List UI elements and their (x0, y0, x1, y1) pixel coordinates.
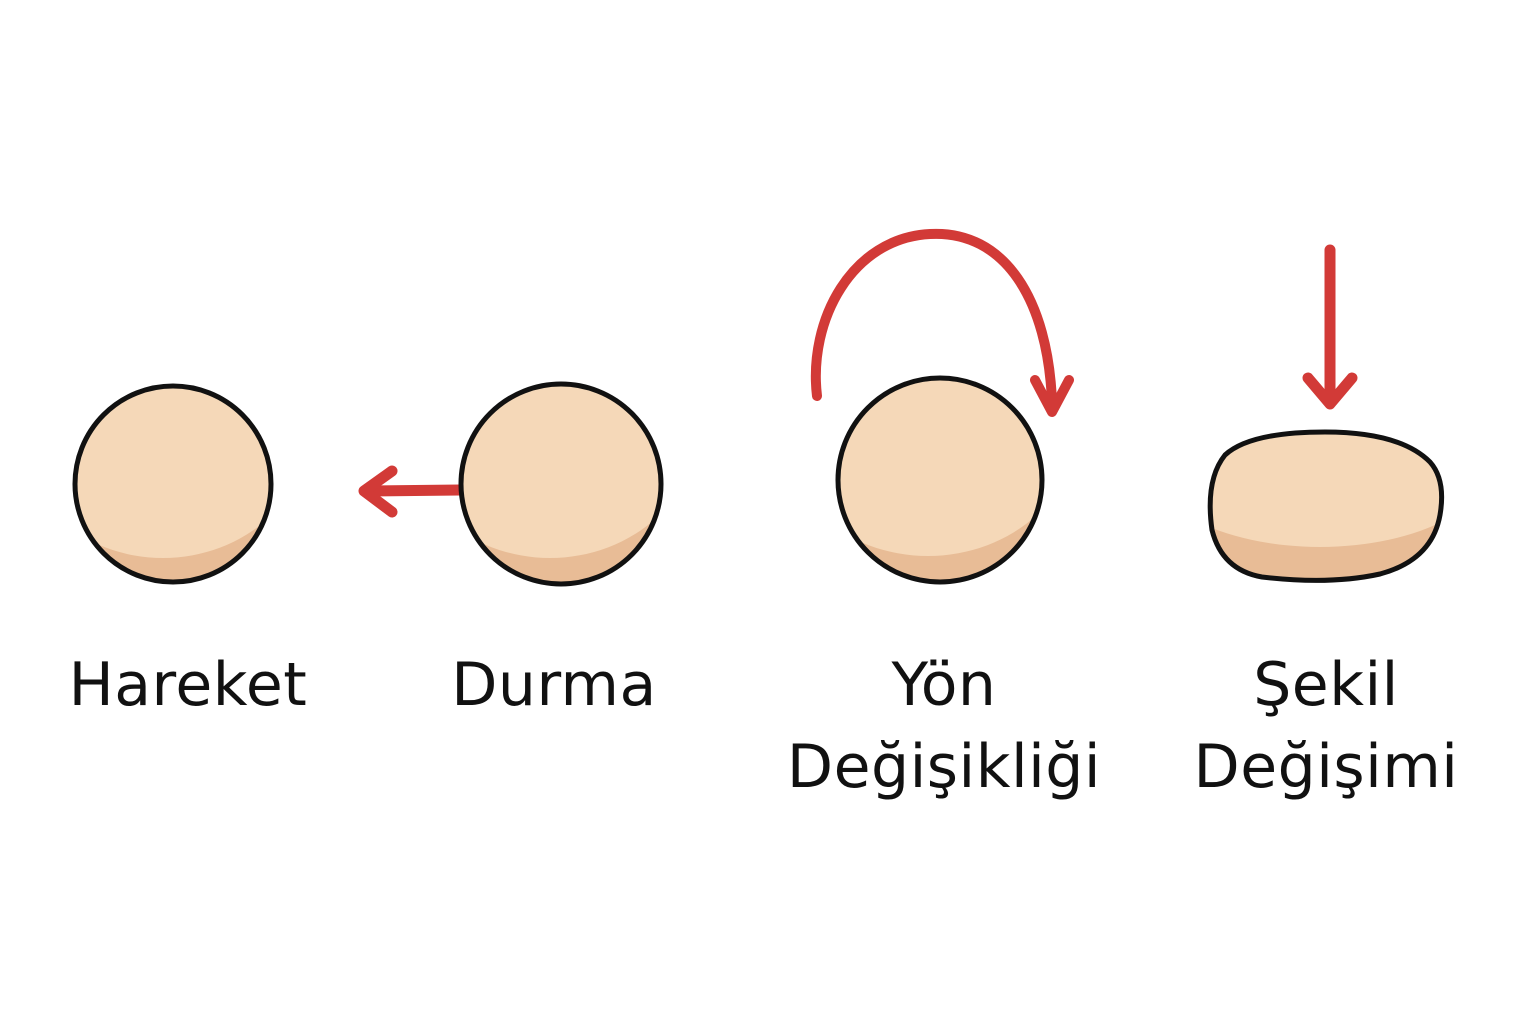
label-hareket: Hareket (8, 644, 368, 726)
label-yon-degisikligi: Yön Değişikliği (764, 644, 1124, 808)
label-durma: Durma (374, 644, 734, 726)
label-yon-degisikligi-line-2: Değişikliği (786, 732, 1102, 802)
ball-durma (458, 381, 664, 587)
label-yon-degisikligi-line-1: Yön (891, 650, 997, 720)
ball-hareket (72, 383, 274, 585)
label-durma-line-1: Durma (451, 650, 657, 720)
curved-arrow (810, 228, 1074, 417)
ball-yon-degisikligi (835, 375, 1045, 585)
down-arrow (1302, 244, 1358, 410)
left-arrow (358, 465, 466, 518)
label-sekil-degisimi-line-1: Şekil (1253, 650, 1399, 720)
label-sekil-degisimi-line-2: Değişimi (1193, 732, 1459, 802)
label-sekil-degisimi: Şekil Değişimi (1146, 644, 1506, 808)
squashed-ball-sekil-degisimi (1207, 429, 1445, 583)
label-hareket-line-1: Hareket (68, 650, 308, 720)
